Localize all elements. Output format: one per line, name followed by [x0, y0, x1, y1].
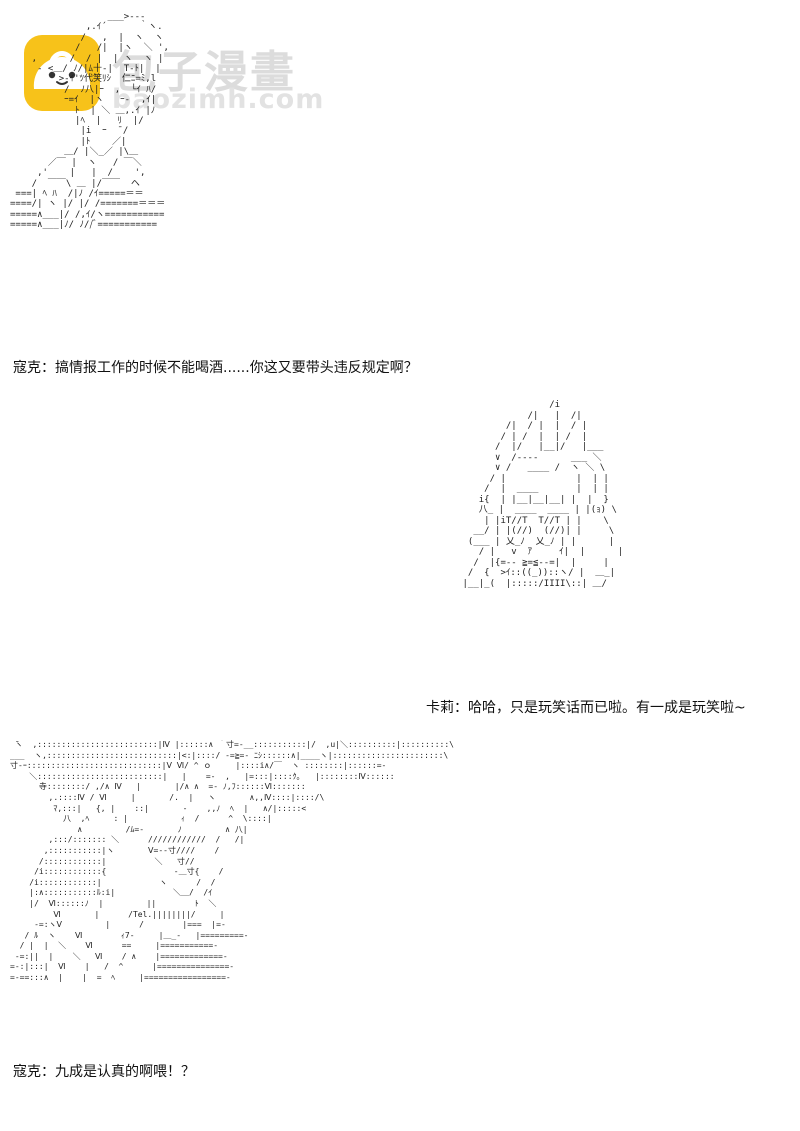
dialogue-caption-2: 卡莉：哈哈，只是玩笑话而已啦。有一成是玩笑啦~ — [426, 700, 746, 716]
dialogue-caption-1: 寇克：搞情报工作的时候不能喝酒......你这又要带头违反规定啊？ — [13, 360, 418, 376]
bun-mascot-icon — [24, 35, 100, 111]
watermark-title: 包子漫畫 — [112, 47, 296, 98]
watermark-url: baozimh.com — [112, 84, 325, 115]
ascii-art-kirk-shout: ̄ヽ ,:::::::::::::::::::::::::|Ⅳ |::::::∧… — [10, 740, 454, 983]
ascii-art-cali-face: /i /| | /| /| / | | / | / | / | | / | / … — [462, 400, 624, 589]
dialogue-caption-3: 寇克：九成是认真的啊喂！？ — [13, 1064, 195, 1080]
ascii-art-kirk-face: ___>-‐- ,.ｲ´ ｀ヽ. / , | ヽ ヽ / /| |ヽ ＼ ', … — [10, 12, 169, 231]
